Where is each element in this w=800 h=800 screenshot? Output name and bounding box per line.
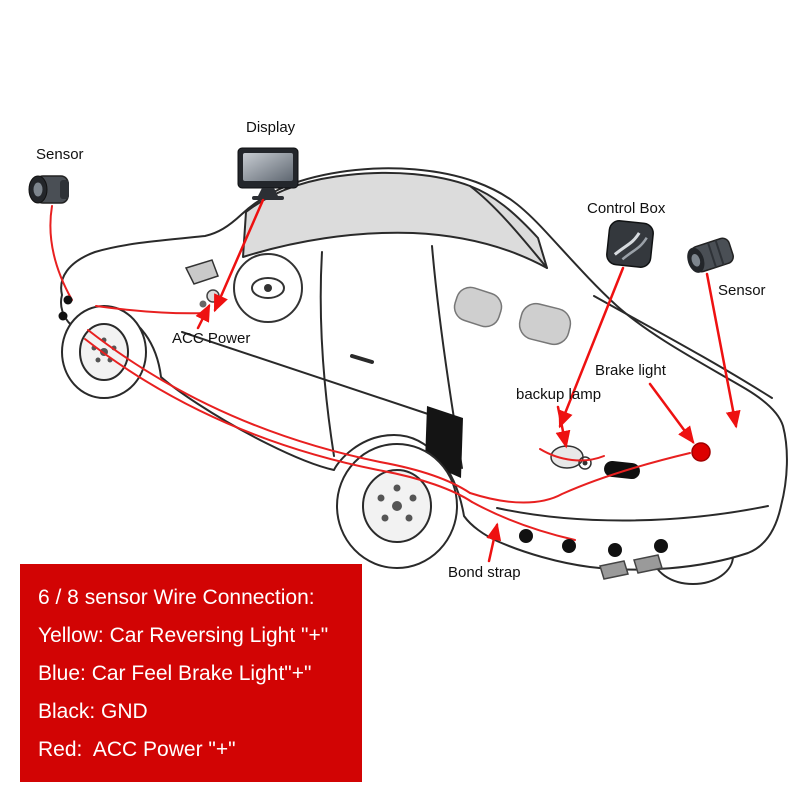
side-mirror (184, 259, 219, 285)
arrow-backup-lamp (555, 405, 571, 449)
seats (453, 286, 572, 346)
arrow-bond-strap (486, 522, 502, 563)
rear-window-divider (469, 185, 548, 269)
steering-wheel (233, 253, 303, 323)
label-backup-lamp: backup lamp (516, 386, 602, 403)
front-wheel (61, 305, 147, 399)
sensor-icon-left (28, 175, 69, 204)
cabin-glass (242, 171, 548, 269)
arrow-acc-power (195, 303, 211, 330)
wiring-harness (49, 205, 691, 541)
door-handle (350, 354, 374, 364)
legend-line-black: Black: GND (38, 700, 148, 723)
door-seam-front (319, 251, 335, 457)
bumper-seam (496, 505, 769, 522)
rear-wheel (336, 443, 458, 569)
legend-line-red: Red: ACC Power "+" (38, 738, 236, 761)
label-acc-power: ACC Power (172, 330, 251, 347)
control-box-icon (606, 220, 654, 268)
arrow-sensor-right (705, 272, 741, 429)
label-sensor-right: Sensor (718, 282, 766, 299)
front-bumper-sensors (58, 295, 73, 321)
side-crease (181, 331, 459, 425)
rear-bumper-sensors (519, 529, 668, 557)
legend-line-title: 6 / 8 sensor Wire Connection: (38, 586, 315, 609)
label-bond-strap: Bond strap (448, 564, 521, 581)
display-icon (237, 147, 299, 200)
arrow-display-to-dash (213, 198, 265, 313)
label-brake-light: Brake light (595, 362, 666, 379)
sensor-icon-right (687, 237, 734, 273)
label-control-box: Control Box (587, 200, 666, 217)
label-sensor-left: Sensor (36, 146, 84, 163)
arrow-control-box (558, 266, 625, 429)
legend: 6 / 8 sensor Wire Connection: Yellow: Ca… (20, 564, 362, 782)
legend-line-yellow: Yellow: Car Reversing Light "+" (38, 624, 329, 647)
label-display: Display (246, 119, 296, 136)
arrow-brake-light (648, 382, 695, 445)
brake-light-indicator (691, 442, 711, 462)
exhaust-tips (599, 554, 663, 580)
trunk-seam (593, 295, 773, 399)
legend-line-blue: Blue: Car Feel Brake Light"+" (38, 662, 312, 685)
annotation-arrows (195, 198, 741, 563)
